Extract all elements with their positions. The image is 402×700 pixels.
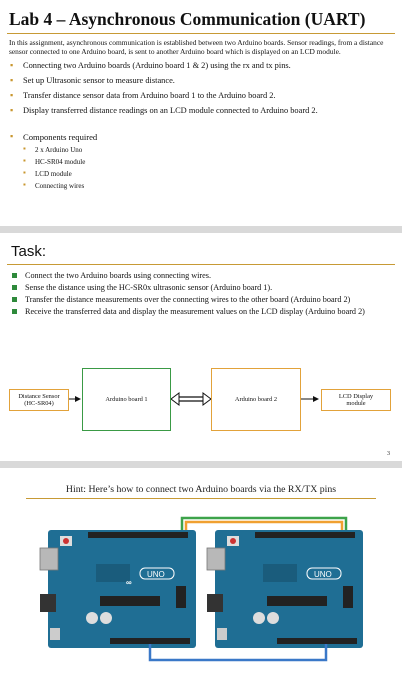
task-title: Task:	[11, 243, 47, 260]
list-item: Receive the transferred data and display…	[11, 306, 392, 317]
slide-task: Task: Connect the two Arduino boards usi…	[0, 233, 402, 461]
wire-blue	[148, 644, 328, 662]
arduino-board-2: UNO	[206, 530, 363, 648]
bullet-icon	[12, 297, 17, 302]
bullet-icon: ▪	[10, 60, 14, 71]
uno-label-2: UNO	[314, 570, 332, 579]
arduino-board-2-box: Arduino board 2	[211, 368, 301, 431]
bullet-icon	[12, 273, 17, 278]
bidirectional-arrow-icon	[170, 392, 212, 406]
page-number: 3	[387, 451, 390, 457]
components-heading: ▪Components required	[10, 130, 98, 142]
objectives-list: ▪Connecting two Arduino boards (Arduino …	[0, 56, 402, 118]
bullet-icon: ▪	[23, 167, 26, 177]
components-heading-list: ▪Components required	[0, 119, 402, 143]
title-divider	[7, 33, 395, 34]
components-list: ▪2 x Arduino Uno ▪HC-SR04 module ▪LCD mo…	[0, 143, 402, 192]
bullet-icon	[12, 309, 17, 314]
bullet-icon: ▪	[10, 90, 14, 100]
list-item: Connect the two Arduino boards using con…	[11, 270, 392, 281]
list-item: ▪Connecting wires	[23, 179, 85, 190]
list-item: ▪Set up Ultrasonic sensor to measure dis…	[10, 74, 394, 89]
bullet-icon: ▪	[23, 179, 26, 189]
slide-hint: Hint: Here’s how to connect two Arduino …	[0, 468, 402, 700]
arduino-wiring-illustration: ∞ UNO UNO	[39, 516, 363, 662]
wire-green	[180, 516, 348, 534]
list-item: Sense the distance using the HC-SR0x ult…	[11, 282, 392, 293]
list-item: ▪Transfer distance sensor data from Ardu…	[10, 89, 394, 104]
svg-text:∞: ∞	[126, 578, 132, 587]
title-divider	[7, 264, 395, 265]
list-item: ▪HC-SR04 module	[23, 155, 86, 166]
list-item: ▪Connecting two Arduino boards (Arduino …	[10, 59, 394, 74]
bullet-icon: ▪	[23, 143, 26, 153]
arduino-board-1: ∞ UNO	[39, 530, 196, 648]
uno-label-1: UNO	[147, 570, 165, 579]
sensor-box: Distance Sensor(HC-SR04)	[9, 389, 69, 411]
bullet-icon: ▪	[23, 155, 26, 165]
hint-divider	[26, 498, 376, 499]
bullet-icon: ▪	[10, 75, 14, 86]
list-item: Transfer the distance measurements over …	[11, 294, 392, 305]
bullet-icon: ▪	[10, 130, 14, 141]
list-item: ▪2 x Arduino Uno	[23, 143, 83, 154]
list-item: ▪LCD module	[23, 167, 72, 178]
wire-orange	[184, 520, 344, 534]
bullet-icon: ▪	[10, 104, 14, 115]
intro-paragraph: In this assignment, asynchronous communi…	[9, 38, 384, 57]
diagram-arrows	[68, 392, 319, 406]
slide-lab-overview: Lab 4 – Asynchronous Communication (UART…	[0, 0, 402, 226]
task-list: Connect the two Arduino boards using con…	[0, 265, 402, 317]
arduino-board-1-box: Arduino board 1	[82, 368, 171, 431]
slide-title: Lab 4 – Asynchronous Communication (UART…	[9, 9, 366, 29]
hint-text: Hint: Here’s how to connect two Arduino …	[65, 484, 337, 495]
bullet-icon	[12, 285, 17, 290]
list-item: ▪Display transferred distance readings o…	[10, 104, 394, 119]
